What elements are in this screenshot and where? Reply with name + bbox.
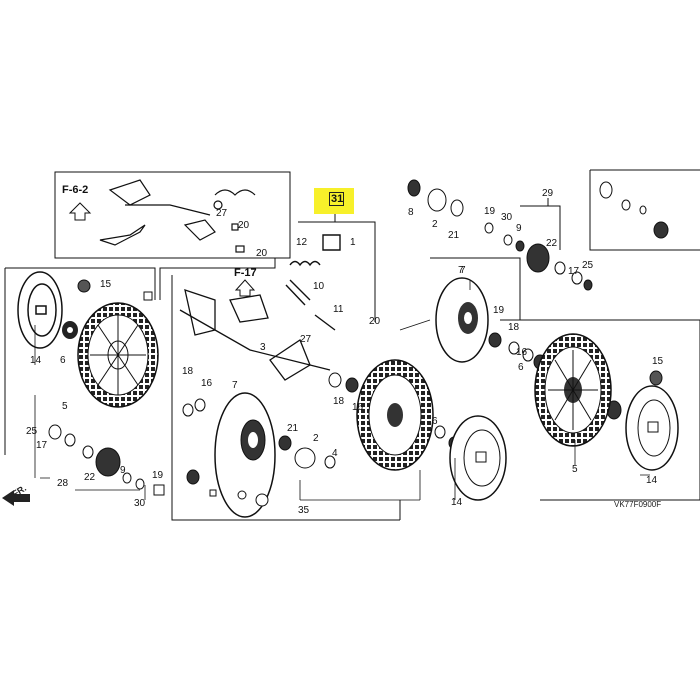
part-label[interactable]: 17 (568, 266, 580, 277)
part-label[interactable]: 18 (182, 366, 194, 377)
part-label[interactable]: 15 (652, 356, 664, 367)
callout-29 (520, 198, 561, 250)
right-wheel (534, 333, 612, 447)
part-label[interactable]: 16 (352, 402, 364, 413)
part-label[interactable]: 20 (256, 248, 268, 259)
fr-arrow-icon (2, 490, 30, 506)
right-frame (430, 257, 700, 501)
part-label[interactable]: 5 (62, 401, 68, 412)
part-label[interactable]: 19 (152, 470, 164, 481)
part-label[interactable]: 19 (484, 206, 496, 217)
part-label-31[interactable]: 31 (331, 193, 344, 205)
part-label[interactable]: 7 (232, 380, 238, 391)
part-label[interactable]: 4 (332, 448, 338, 459)
gear-left-6 (62, 321, 78, 339)
part-label[interactable]: 27 (216, 208, 228, 219)
section-label-f17[interactable]: F-17 (234, 267, 257, 279)
right-hubcap (625, 385, 679, 471)
part-label[interactable]: 21 (448, 230, 460, 241)
part-label[interactable]: 16 (516, 347, 528, 358)
part-label[interactable]: 8 (408, 207, 414, 218)
part-label[interactable]: 6 (60, 355, 66, 366)
part-label[interactable]: 7 (460, 265, 466, 276)
part-label[interactable]: 3 (260, 342, 266, 353)
highlight-box (329, 192, 344, 206)
part-label[interactable]: 35 (298, 505, 310, 516)
arrow-up-f62 (68, 202, 92, 221)
part-label[interactable]: 2 (313, 433, 319, 444)
part-label[interactable]: 2 (432, 219, 438, 230)
leader-lines (34, 280, 650, 501)
part-label[interactable]: 21 (287, 423, 299, 434)
part-label[interactable]: 9 (120, 465, 126, 476)
lower-left-axle (48, 424, 165, 496)
part-label[interactable]: 1 (350, 237, 356, 248)
inset-right-frame (589, 169, 700, 251)
part-label[interactable]: 11 (333, 304, 344, 315)
part-label[interactable]: 17 (36, 440, 48, 451)
inset-f62-parts (99, 179, 256, 253)
left-wheel (77, 302, 159, 408)
part-label[interactable]: 29 (542, 188, 554, 199)
center-shaft (179, 289, 331, 381)
part-label[interactable]: 22 (546, 238, 558, 249)
clip-left (143, 291, 153, 301)
section-label-f62[interactable]: F-6-2 (62, 184, 89, 196)
left-hubcap (17, 271, 63, 349)
part-label[interactable]: 20 (238, 220, 250, 231)
center-frame (171, 275, 401, 521)
part-label[interactable]: 20 (369, 316, 381, 327)
part-label[interactable]: 19 (493, 305, 505, 316)
middle-wheel (356, 359, 434, 471)
part-label[interactable]: 28 (57, 478, 69, 489)
part-label[interactable]: 16 (201, 378, 213, 389)
part-label[interactable]: 25 (582, 260, 594, 271)
spring-12 (285, 234, 341, 331)
part-label[interactable]: 30 (134, 498, 146, 509)
part-label[interactable]: 22 (84, 472, 96, 483)
nut-left-15 (77, 279, 91, 293)
center-small-parts (182, 398, 336, 507)
part-label[interactable]: 18 (333, 396, 345, 407)
part-label[interactable]: 12 (296, 237, 308, 248)
part-label[interactable]: 14 (30, 355, 42, 366)
top-right-parts (407, 179, 669, 291)
inset-f62-frame (54, 171, 291, 259)
part-label[interactable]: 14 (646, 475, 658, 486)
part-label[interactable]: 6 (518, 362, 524, 373)
assembly-frame (4, 258, 276, 455)
diagram-code: VK77F0900F (614, 500, 662, 509)
arrow-up-f17 (234, 279, 256, 297)
part-label[interactable]: 14 (451, 497, 463, 508)
middle-hubcap (449, 415, 507, 501)
part-label[interactable]: 18 (508, 322, 520, 333)
part-label[interactable]: 30 (501, 212, 513, 223)
part-label[interactable]: 6 (432, 416, 438, 427)
part-label[interactable]: 9 (516, 223, 522, 234)
part-label[interactable]: 15 (100, 279, 112, 290)
part-label[interactable]: 25 (26, 426, 38, 437)
part-label[interactable]: 5 (572, 464, 578, 475)
center-disk (214, 392, 276, 518)
part-label[interactable]: 10 (313, 281, 325, 292)
right-disk (435, 277, 489, 363)
part-label[interactable]: 7 (458, 265, 464, 276)
part-label[interactable]: 27 (300, 334, 312, 345)
